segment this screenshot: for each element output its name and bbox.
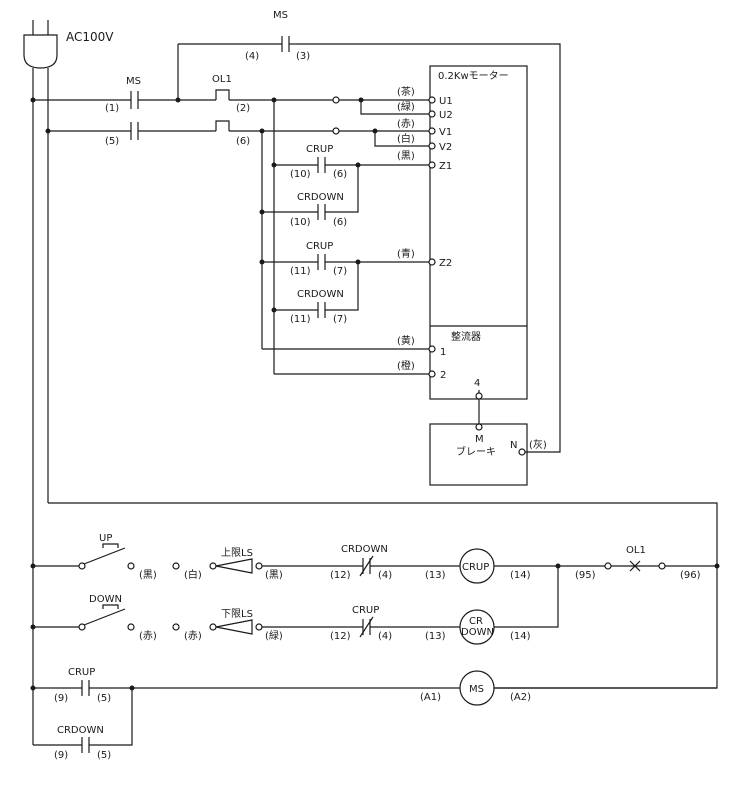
wire-num-96: (96) [680,570,701,581]
wire-num-95: (95) [575,570,596,581]
wire-num-14-b: (14) [510,631,531,642]
down-color-aka: (赤) [139,630,157,642]
wire-num-6-a: (6) [333,169,347,180]
wire-num-13-a: (13) [425,570,446,581]
wire-color-daidai: (橙) [397,359,415,372]
svg-text:Z2: Z2 [439,258,452,269]
wire-color-shiro: (白) [397,132,415,145]
down-color-aka-2: (赤) [184,630,202,642]
crdown-contact-2-label: CRDOWN [297,289,344,300]
ms-contact-label: MS [126,76,141,87]
crdown-coil-label-2: DOWN [461,627,494,638]
brake-m-label: M [475,434,484,445]
crdown-contact-1-label: CRDOWN [297,192,344,203]
svg-text:1: 1 [440,347,446,358]
wire-color-midori: (緑) [397,100,415,113]
wire-num-4-b: (4) [378,631,392,642]
wire-num-a2: (A2) [510,692,531,703]
wire-num-10-b: (10) [290,217,311,228]
crdown-nc-label: CRDOWN [341,544,388,555]
wire-color-aka: (赤) [397,118,415,130]
wire-color-cha: (茶) [397,85,415,98]
wire-num-4-top: (4) [245,51,259,62]
crdown-coil-label-1: CR [469,616,483,627]
wire-color-kuro: (黒) [397,150,415,162]
wire-num-a1: (A1) [420,692,441,703]
crup-contact-1-label: CRUP [306,144,333,155]
brake-color: (灰) [529,438,547,451]
motor-box [429,65,528,400]
svg-text:2: 2 [440,370,446,381]
svg-text:V2: V2 [439,142,452,153]
ol1-contact-label: OL1 [212,74,232,85]
wire-num-13-b: (13) [425,631,446,642]
wire-num-2: (2) [236,103,250,114]
rectifier-title: 整流器 [451,330,481,343]
power-plug-icon [23,20,58,69]
up-color-kuro: (黒) [139,569,157,581]
wire-num-6-b: (6) [333,217,347,228]
wire-num-12-b: (12) [330,631,351,642]
wire-color-ao: (青) [397,247,415,260]
crdown-ms-contact-label: CRDOWN [57,725,104,736]
svg-text:U2: U2 [439,110,453,121]
power-label: AC100V [66,30,114,44]
brake-box [429,423,528,486]
wire-num-5-a: (5) [97,693,111,704]
up-color-shiro: (白) [184,568,202,581]
wire-num-1: (1) [105,103,119,114]
wire-color-ki: (黄) [397,334,415,347]
crup-nc-label: CRUP [352,605,379,616]
rectifier-terminal-4: 4 [474,378,480,389]
brake-n-label: N [510,440,517,451]
wire-num-9-b: (9) [54,750,68,761]
upper-ls-color: (黒) [265,569,283,581]
wire-num-9-a: (9) [54,693,68,704]
svg-text:Z1: Z1 [439,161,452,172]
ms-coil-label: MS [469,684,484,695]
wire-num-11-a: (11) [290,266,311,277]
upper-ls-label: 上限LS [221,547,253,559]
brake-label: ブレーキ [456,445,496,458]
down-switch-label: DOWN [89,594,122,605]
ms-contact-top-label: MS [273,10,288,21]
motor-title: 0.2Kwモーター [438,70,509,82]
wire-num-11-b: (11) [290,314,311,325]
crup-contact-2-label: CRUP [306,241,333,252]
crup-coil-label: CRUP [462,562,489,573]
motor-terminal-z2: Z2 [428,258,452,269]
wire-num-14-a: (14) [510,570,531,581]
wire-num-5: (5) [105,136,119,147]
crup-ms-contact-label: CRUP [68,667,95,678]
up-switch-label: UP [99,533,112,544]
wire-num-4-a: (4) [378,570,392,581]
wire-num-3-top: (3) [296,51,310,62]
wire-num-10-a: (10) [290,169,311,180]
lower-ls-label: 下限LS [221,608,253,620]
wire-num-5-b: (5) [97,750,111,761]
wire-num-6: (6) [236,136,250,147]
wire-num-12-a: (12) [330,570,351,581]
wire-num-7-b: (7) [333,314,347,325]
svg-text:V1: V1 [439,127,452,138]
svg-text:U1: U1 [439,96,453,107]
lower-ls-color: (緑) [265,629,283,642]
wire-num-7-a: (7) [333,266,347,277]
ol1-nc-label: OL1 [626,545,646,556]
